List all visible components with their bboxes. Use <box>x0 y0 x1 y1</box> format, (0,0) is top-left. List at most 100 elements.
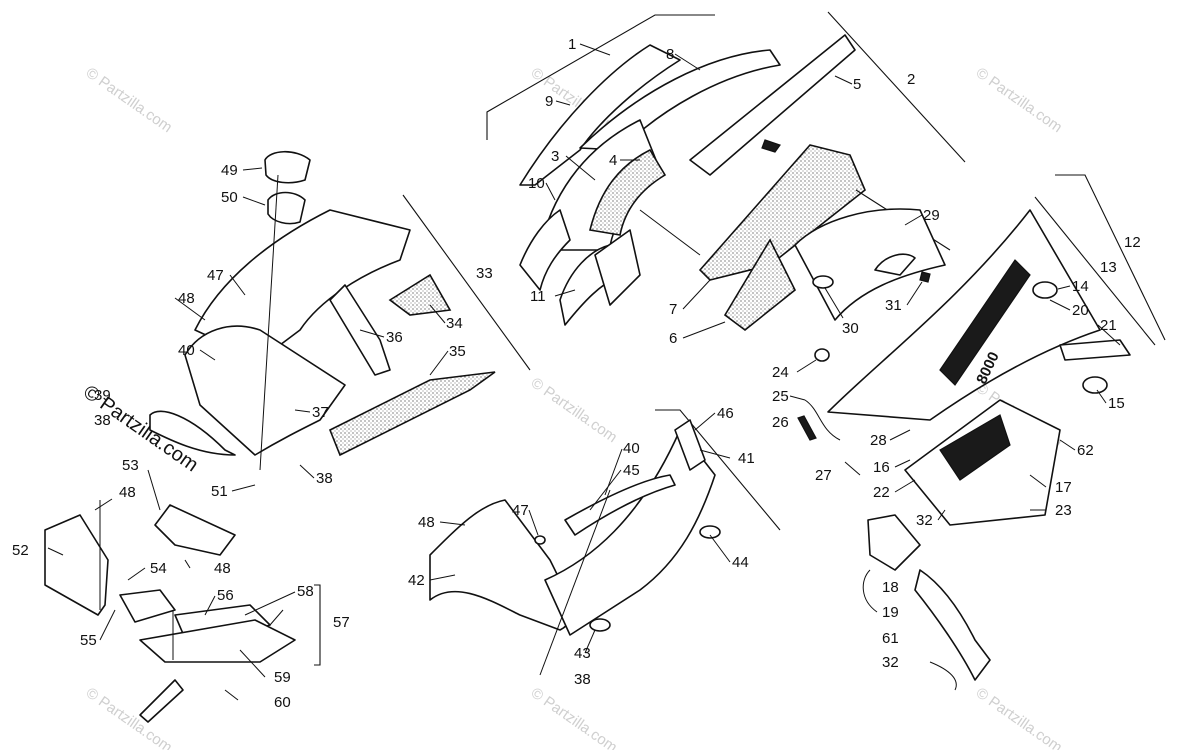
callout-32b: 32 <box>882 654 899 671</box>
side-panel-group <box>486 11 966 332</box>
cover-29 <box>794 189 951 321</box>
watermark: © Partzilla.com <box>973 684 1066 750</box>
leader <box>834 75 853 85</box>
leader <box>429 304 446 324</box>
callout-12: 12 <box>1124 234 1141 251</box>
leader <box>47 547 64 556</box>
foam-6 <box>723 238 797 332</box>
watermark: © Partzilla.com <box>973 64 1066 136</box>
gauge-bezel-49 <box>264 150 311 184</box>
callout-51: 51 <box>211 483 228 500</box>
leader <box>929 661 957 691</box>
leader <box>937 509 946 521</box>
bracket-12 <box>1055 174 1166 341</box>
callout-18: 18 <box>882 579 899 596</box>
bracket-33 <box>402 194 531 371</box>
leader <box>674 53 701 71</box>
panel-3b <box>594 229 641 306</box>
leader <box>528 509 539 536</box>
callout-3: 3 <box>551 148 559 165</box>
leader <box>894 459 911 468</box>
bolt-31 <box>919 271 931 283</box>
callout-56: 56 <box>217 587 234 604</box>
bracket-13 <box>1034 196 1156 346</box>
panel-10 <box>519 209 571 291</box>
bracket-1 <box>486 14 715 140</box>
leader <box>796 359 817 373</box>
panel-55 <box>119 589 176 623</box>
callout-44: 44 <box>732 554 749 571</box>
callout-2: 2 <box>907 71 915 88</box>
callout-6: 6 <box>669 330 677 347</box>
callout-48a: 48 <box>178 290 195 307</box>
leader <box>699 449 731 459</box>
leader <box>1029 474 1047 488</box>
panel-39 <box>149 410 236 456</box>
callout-5: 5 <box>853 76 861 93</box>
panel-53 <box>154 504 236 556</box>
leader <box>862 569 878 613</box>
callout-19: 19 <box>882 604 899 621</box>
watermark: © Partzilla.com <box>528 684 621 750</box>
callout-33: 33 <box>476 265 493 282</box>
trim-61 <box>914 569 991 681</box>
leader <box>242 196 266 206</box>
callout-47a: 47 <box>207 267 224 284</box>
leader <box>439 521 466 526</box>
leader <box>694 412 716 431</box>
leader <box>682 279 711 310</box>
bracket-2 <box>827 11 966 163</box>
bracket-57 <box>314 584 321 666</box>
callout-55: 55 <box>80 632 97 649</box>
callout-11: 11 <box>530 288 546 305</box>
lower-left-group <box>44 504 321 723</box>
callout-45: 45 <box>623 462 640 479</box>
strip <box>139 679 184 723</box>
leader <box>294 409 311 413</box>
latch-5 <box>761 139 781 153</box>
panel-9 <box>519 44 681 186</box>
callout-21: 21 <box>1100 317 1117 334</box>
panel-57 <box>139 619 296 663</box>
callout-34: 34 <box>446 315 463 332</box>
callout-23: 23 <box>1055 502 1072 519</box>
callout-8: 8 <box>666 46 674 63</box>
leader <box>709 534 731 563</box>
grommet-47 <box>534 535 546 545</box>
callout-48c: 48 <box>214 560 231 577</box>
wire-26 <box>797 415 817 441</box>
callout-25: 25 <box>772 388 789 405</box>
vent-43 <box>589 618 611 632</box>
leader <box>174 297 206 321</box>
leader <box>1049 299 1071 311</box>
callout-38a: 38 <box>94 412 111 429</box>
leader <box>127 567 146 581</box>
leader <box>147 469 161 511</box>
callout-10: 10 <box>528 175 545 192</box>
callout-38c: 38 <box>574 671 591 688</box>
foam-4 <box>589 148 667 236</box>
callout-1: 1 <box>568 36 576 53</box>
callout-22: 22 <box>873 484 890 501</box>
panel-52 <box>44 514 109 616</box>
leader <box>539 489 611 676</box>
callout-37: 37 <box>312 404 329 421</box>
panel-5 <box>689 34 856 176</box>
leader <box>906 281 923 306</box>
callout-24: 24 <box>772 364 789 381</box>
hood-13 <box>827 209 1101 421</box>
callout-32a: 32 <box>916 512 933 529</box>
leader <box>894 479 916 493</box>
callout-57: 57 <box>333 614 350 631</box>
callout-60: 60 <box>274 694 291 711</box>
pad-35 <box>328 371 496 457</box>
callout-53: 53 <box>122 457 139 474</box>
gauge-30 <box>874 253 916 276</box>
headlight-15 <box>1082 376 1108 394</box>
leader <box>429 574 456 581</box>
leader <box>554 289 576 297</box>
callout-39: 39 <box>94 387 111 404</box>
callout-48d: 48 <box>418 514 435 531</box>
leader <box>269 609 284 626</box>
leader <box>789 395 806 401</box>
